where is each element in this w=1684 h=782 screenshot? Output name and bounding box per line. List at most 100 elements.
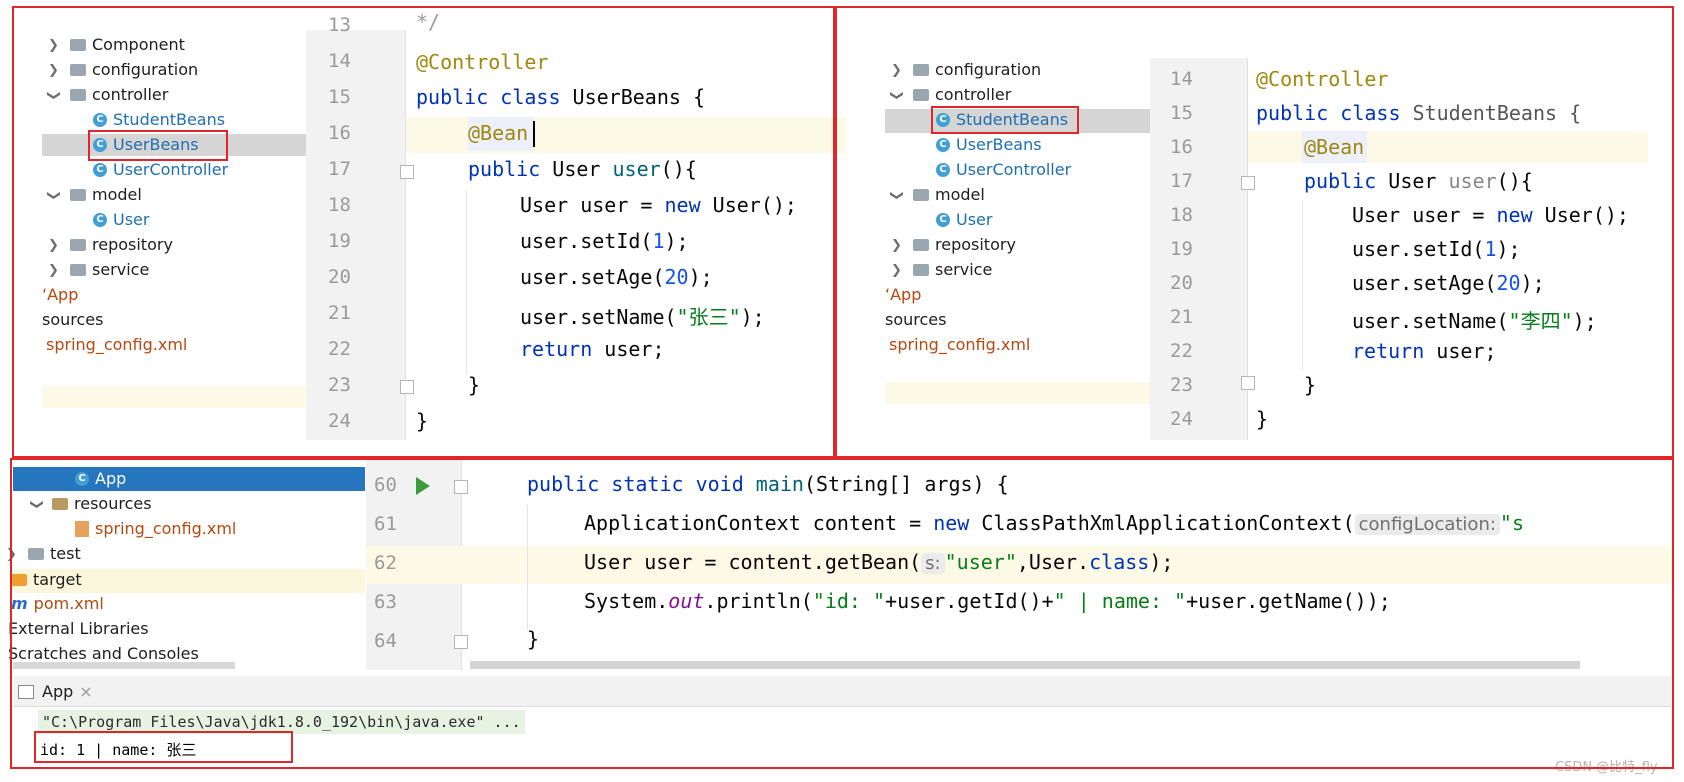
run-tab[interactable]: App× xyxy=(18,680,93,704)
console-output: id: 1 | name: 张三 xyxy=(40,741,197,759)
line-number: 17 xyxy=(328,158,351,180)
tree-item-target[interactable]: target xyxy=(11,569,82,591)
line-number: 19 xyxy=(1170,238,1193,260)
tree-item-resources[interactable]: resources xyxy=(52,493,152,515)
tree-item-resources[interactable]: sources xyxy=(42,310,104,329)
run-class-icon: C xyxy=(75,471,89,486)
tree-item-resources[interactable]: sources xyxy=(885,310,947,329)
class-icon: C xyxy=(93,137,107,152)
fold-marker-icon[interactable] xyxy=(1241,176,1255,190)
left-gutter-divider xyxy=(405,30,406,440)
line-number: 20 xyxy=(1170,272,1193,294)
fold-marker-icon[interactable] xyxy=(454,635,468,649)
tree-item-component[interactable]: Component xyxy=(70,34,185,56)
left-editor-gutter xyxy=(306,30,406,440)
tree-item-service[interactable]: service xyxy=(913,259,992,281)
folder-icon xyxy=(70,88,86,101)
tree-item-configuration[interactable]: configuration xyxy=(913,59,1041,81)
tree-item-scratches[interactable]: Scratches and Consoles xyxy=(8,644,199,663)
folder-icon xyxy=(913,63,929,76)
line-number: 23 xyxy=(328,374,351,396)
code-line: public class UserBeans { xyxy=(416,85,705,109)
folder-icon xyxy=(913,88,929,101)
frame-top-right xyxy=(835,6,1674,458)
frame-bottom xyxy=(10,458,1674,769)
tree-item-controller[interactable]: controller xyxy=(913,84,1011,106)
expand-arrow-icon[interactable]: ❯ xyxy=(891,63,902,78)
right-gutter-divider xyxy=(1247,58,1248,440)
expand-arrow-icon[interactable]: ❯ xyxy=(48,238,59,253)
indent-guide xyxy=(466,190,467,375)
line-number: 15 xyxy=(1170,102,1193,124)
tree-item-app[interactable]: ‘App xyxy=(42,285,79,304)
run-icon[interactable] xyxy=(416,477,430,495)
code-line: User user = new User(); xyxy=(520,193,797,217)
line-number: 62 xyxy=(374,552,397,574)
tree-item-app[interactable]: ‘App xyxy=(885,285,922,304)
fold-marker-icon[interactable] xyxy=(454,480,468,494)
line-number: 16 xyxy=(1170,136,1193,158)
expand-arrow-icon[interactable]: ❯ xyxy=(48,38,59,53)
bottom-current-line xyxy=(366,546,1672,584)
code-line: public class StudentBeans { xyxy=(1256,101,1582,125)
tree-item-service[interactable]: service xyxy=(70,259,149,281)
indent-guide xyxy=(527,505,528,630)
tree-item-spring-config[interactable]: spring_config.xml xyxy=(46,335,188,354)
code-line: public static void main(String[] args) { xyxy=(527,472,1009,496)
close-icon[interactable]: × xyxy=(79,682,93,701)
folder-icon xyxy=(70,38,86,51)
highlight-console-output xyxy=(34,731,293,763)
tree-item-external-libraries[interactable]: External Libraries xyxy=(8,619,149,638)
expand-arrow-icon[interactable]: ❯ xyxy=(48,263,59,278)
line-number: 64 xyxy=(374,630,397,652)
line-number: 21 xyxy=(1170,306,1193,328)
fold-marker-icon[interactable] xyxy=(400,380,414,394)
bottom-tree-target-row xyxy=(13,569,365,593)
xml-file-icon xyxy=(75,520,89,537)
tree-item-configuration[interactable]: configuration xyxy=(70,59,198,81)
code-line: ApplicationContext content = new ClassPa… xyxy=(584,511,1525,535)
run-toolwindow-header xyxy=(13,676,1671,707)
tree-scrollbar[interactable] xyxy=(13,662,235,669)
expand-arrow-icon[interactable]: ❯ xyxy=(891,263,902,278)
tree-item-spring-config[interactable]: spring_config.xml xyxy=(75,518,236,540)
tree-item-repository[interactable]: repository xyxy=(913,234,1016,256)
fold-marker-icon[interactable] xyxy=(1241,376,1255,390)
code-line: return user; xyxy=(520,337,665,361)
folder-icon xyxy=(28,547,44,560)
code-line: */ xyxy=(416,10,441,34)
resources-folder-icon xyxy=(52,497,68,510)
tree-item-model[interactable]: model xyxy=(70,184,142,206)
code-line: } xyxy=(416,409,429,433)
tree-item-spring-config[interactable]: spring_config.xml xyxy=(889,335,1031,354)
tree-item-controller[interactable]: controller xyxy=(70,84,168,106)
code-line: return user; xyxy=(1352,339,1497,363)
tree-item-test[interactable]: test xyxy=(28,543,81,565)
expand-arrow-icon[interactable]: ❯ xyxy=(891,238,902,253)
run-console-icon xyxy=(18,684,34,699)
tree-item-model[interactable]: model xyxy=(913,184,985,206)
tree-item-repository[interactable]: repository xyxy=(70,234,173,256)
code-line: user.setName("张三"); xyxy=(520,305,765,329)
fold-marker-icon[interactable] xyxy=(400,165,414,179)
folder-icon xyxy=(70,263,86,276)
class-icon: C xyxy=(93,112,107,127)
editor-scrollbar[interactable] xyxy=(470,661,1580,669)
line-number: 19 xyxy=(328,230,351,252)
line-number: 24 xyxy=(1170,408,1193,430)
code-line: user.setName("李四"); xyxy=(1352,309,1597,333)
bottom-tree-selection xyxy=(13,467,365,491)
highlight-studentbeans xyxy=(931,106,1079,134)
left-project-tree xyxy=(14,30,319,440)
expand-arrow-icon[interactable]: ❯ xyxy=(48,63,59,78)
